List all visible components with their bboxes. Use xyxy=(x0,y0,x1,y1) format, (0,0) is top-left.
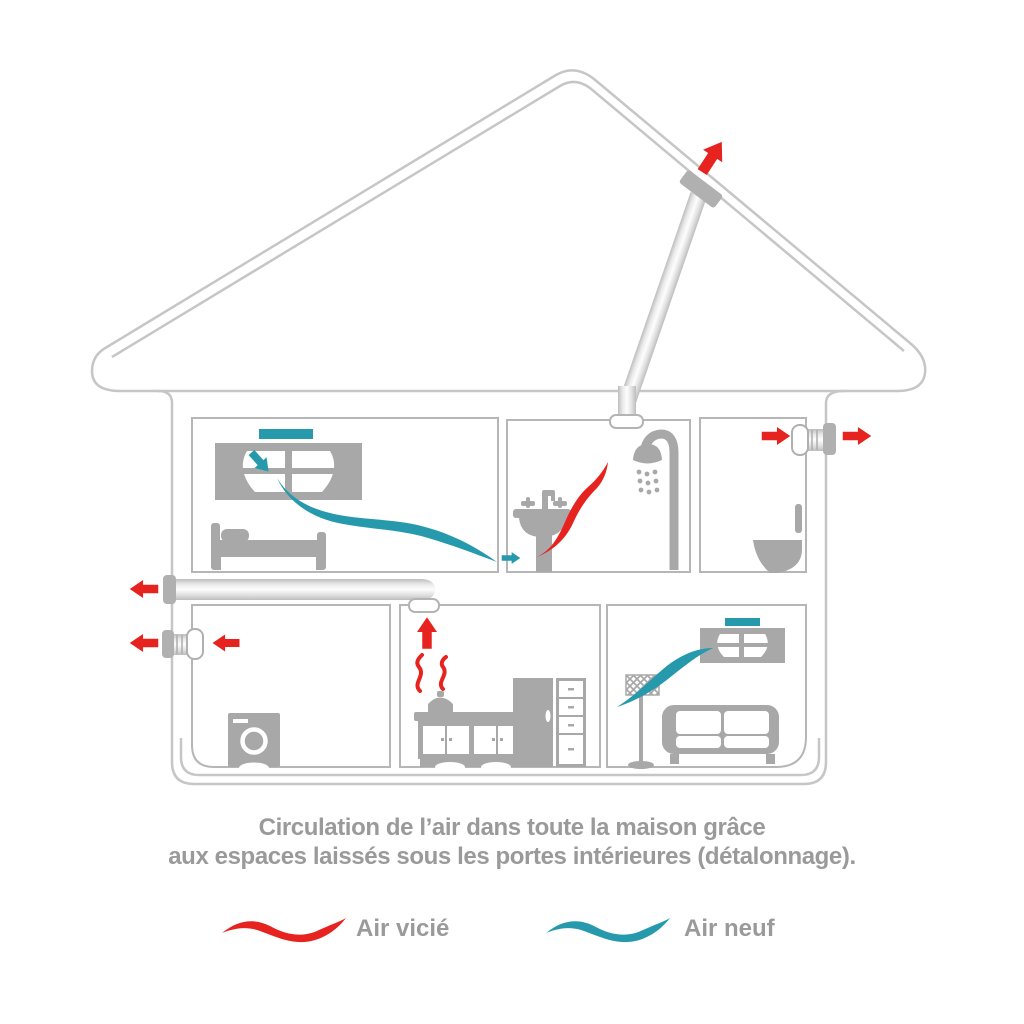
window-icon xyxy=(700,628,785,663)
stale-air-arrow-icon xyxy=(129,633,159,653)
bathroom-content xyxy=(513,429,679,572)
bed-icon xyxy=(211,523,326,570)
house-walls xyxy=(157,389,845,786)
stale-air-arrow-icon xyxy=(692,135,732,179)
sofa-icon xyxy=(662,705,779,764)
roof-cap-icon xyxy=(679,170,723,208)
toilet-room xyxy=(699,417,807,573)
roof-outline xyxy=(90,69,927,393)
bathroom-room xyxy=(506,419,691,573)
steam-icon xyxy=(415,653,448,693)
stale-air-wave-icon xyxy=(537,462,608,557)
ceiling-vent-icon xyxy=(408,598,440,613)
fresh-air-inlet-icon xyxy=(259,429,313,439)
fresh-air-wave-icon xyxy=(277,478,713,707)
window-icon xyxy=(215,443,362,500)
caption-line-1: Circulation de l’air dans toute la maiso… xyxy=(258,814,766,841)
bedroom-content xyxy=(211,429,362,570)
fresh-air-wave-icon xyxy=(546,918,670,943)
stale-air-arrow-icon xyxy=(842,426,872,446)
shower-icon xyxy=(633,429,679,570)
ceiling-vent-icon xyxy=(609,414,644,429)
wall-fan-icon xyxy=(162,628,204,660)
caption: Circulation de l’air dans toute la maiso… xyxy=(0,813,1024,871)
washing-machine-icon xyxy=(228,713,280,774)
stale-air-wave-icon xyxy=(222,918,346,943)
cooking-pot-icon xyxy=(428,691,453,714)
legend-fresh-air-label: Air neuf xyxy=(684,915,775,942)
laundry-room xyxy=(191,604,391,768)
fresh-air-inlet-icon xyxy=(725,618,760,626)
floor-duct-icon xyxy=(163,575,435,604)
stale-air-arrow-icon xyxy=(129,579,159,599)
legend-stale-air-label: Air vicié xyxy=(356,915,450,942)
kitchen-cabinets-icon xyxy=(414,678,586,772)
toilet-icon xyxy=(753,504,802,573)
caption-line-2: aux espaces laissés sous les portes inté… xyxy=(168,843,856,870)
stale-air-arrows xyxy=(129,135,872,653)
wall-fan-icon xyxy=(791,423,836,456)
roof-duct-icon xyxy=(618,170,723,418)
